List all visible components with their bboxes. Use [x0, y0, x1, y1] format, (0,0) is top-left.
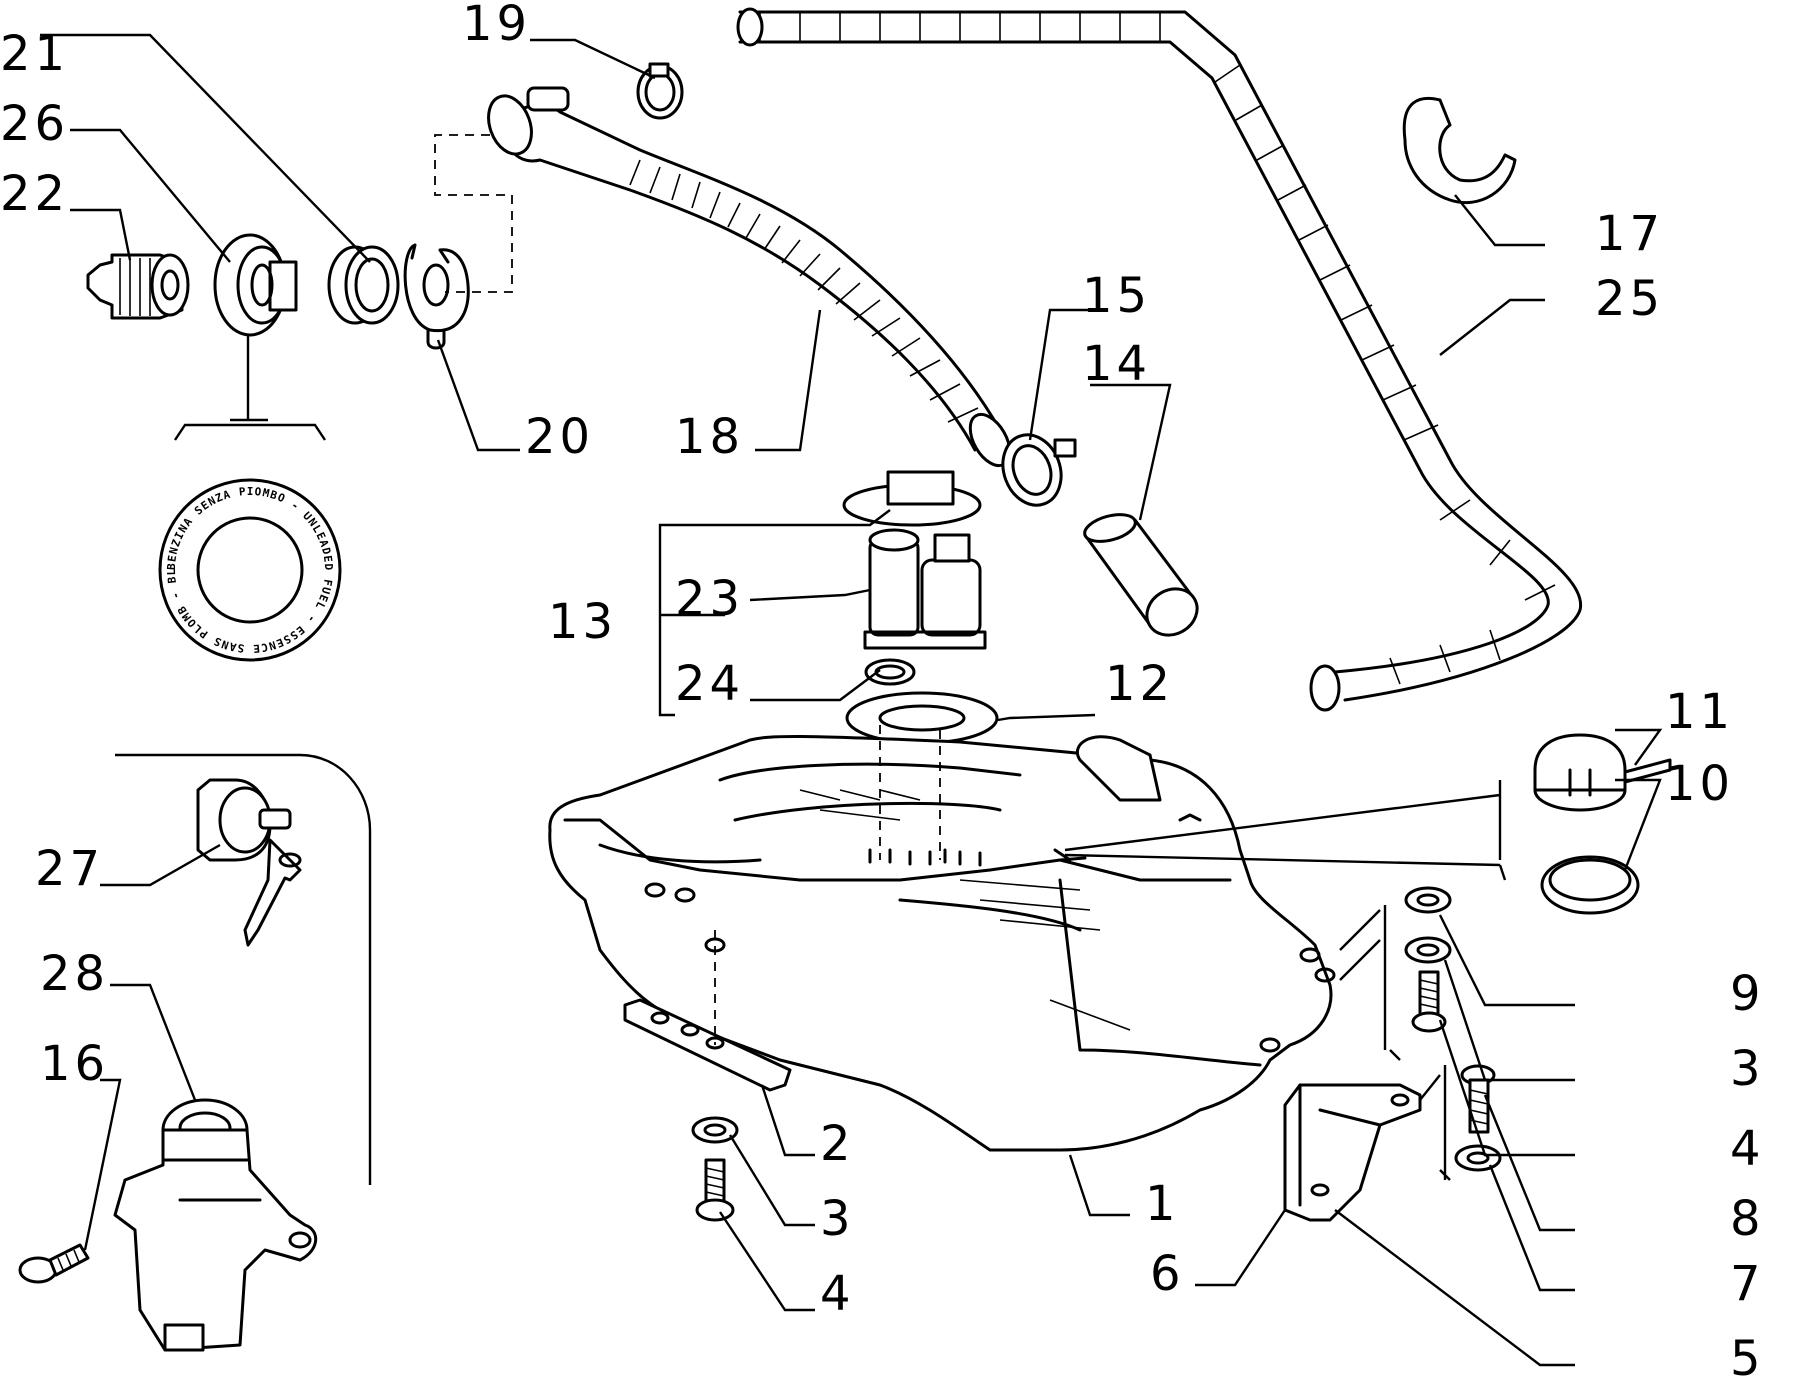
callout-12: 12 — [1105, 656, 1174, 712]
callout-17: 17 — [1595, 206, 1664, 262]
sticker-bracket — [174, 335, 326, 441]
washer-7 — [1454, 1144, 1502, 1172]
callout-22: 22 — [0, 166, 69, 222]
filler-neck-hose — [487, 86, 1012, 468]
hose-clamp-15 — [1001, 433, 1077, 507]
washer-3-right — [1404, 936, 1452, 964]
callout-27: 27 — [35, 841, 104, 897]
fuel-pump-assembly-13 — [842, 470, 987, 650]
mounting-bracket-5-6 — [1283, 1083, 1422, 1222]
callout-10: 10 — [1665, 756, 1734, 812]
retaining-clip-20 — [403, 243, 470, 350]
callout-20: 20 — [525, 409, 594, 465]
callout-16: 16 — [40, 1036, 109, 1092]
screw-16 — [18, 1243, 90, 1284]
bolt-4-left — [695, 1158, 735, 1222]
hose-clip-17 — [1402, 96, 1517, 205]
filler-cap-22 — [86, 253, 190, 320]
callout-25: 25 — [1595, 271, 1664, 327]
leader-lines — [40, 33, 1663, 1367]
vent-hose-25 — [736, 7, 1583, 712]
callout-28: 28 — [40, 946, 109, 1002]
vent-to-tank-line — [1064, 780, 1507, 881]
bracket-right-group — [1339, 905, 1401, 1061]
callout-15: 15 — [1082, 268, 1151, 324]
callout-9: 9 — [1730, 966, 1765, 1022]
bracket-bolt-8-group — [1419, 1065, 1451, 1181]
callout-4-left: 4 — [820, 1266, 855, 1322]
fuel-tank-1 — [548, 734, 1336, 1152]
inset-border — [115, 753, 372, 1185]
callout-8: 8 — [1730, 1191, 1765, 1247]
callout-21: 21 — [0, 26, 69, 82]
sealing-ring-24 — [864, 658, 916, 686]
callout-14: 14 — [1082, 336, 1151, 392]
filler-cap-housing-26 — [213, 233, 298, 337]
callout-5: 5 — [1730, 1331, 1765, 1383]
filler-tube-14 — [1083, 513, 1199, 637]
callout-3-left: 3 — [820, 1191, 855, 1247]
pump-to-tank-line — [879, 725, 941, 860]
flange-gasket-12 — [845, 691, 999, 745]
callout-3-right: 3 — [1730, 1041, 1765, 1097]
callout-2: 2 — [820, 1116, 855, 1172]
ignition-switch-28 — [113, 1098, 318, 1352]
seal-ring-10 — [1540, 855, 1640, 915]
washer-9 — [1404, 886, 1452, 914]
assembly-dashed-line — [434, 134, 513, 293]
hose-clamp-19 — [636, 62, 684, 120]
callout-labels: 21 26 22 19 20 18 15 14 17 25 23 13 24 1… — [0, 0, 1765, 1383]
callout-6: 6 — [1150, 1246, 1185, 1302]
callout-11: 11 — [1665, 684, 1734, 740]
tank-strap-2 — [623, 930, 792, 1092]
callout-19: 19 — [462, 0, 531, 52]
callout-1: 1 — [1145, 1176, 1180, 1232]
bolt-4-right — [1411, 970, 1447, 1033]
fuel-sender-cap-11 — [1533, 733, 1672, 812]
callout-4-right: 4 — [1730, 1121, 1765, 1177]
seal-ring-21 — [327, 245, 400, 325]
callout-24: 24 — [675, 656, 744, 712]
washer-3-left — [691, 1116, 739, 1144]
callout-23: 23 — [675, 571, 744, 627]
callout-7: 7 — [1730, 1256, 1765, 1312]
callout-13: 13 — [548, 594, 617, 650]
bolt-8 — [1460, 1064, 1496, 1134]
callout-26: 26 — [0, 96, 69, 152]
lock-cylinder-27 — [196, 778, 302, 947]
callout-18: 18 — [675, 409, 744, 465]
